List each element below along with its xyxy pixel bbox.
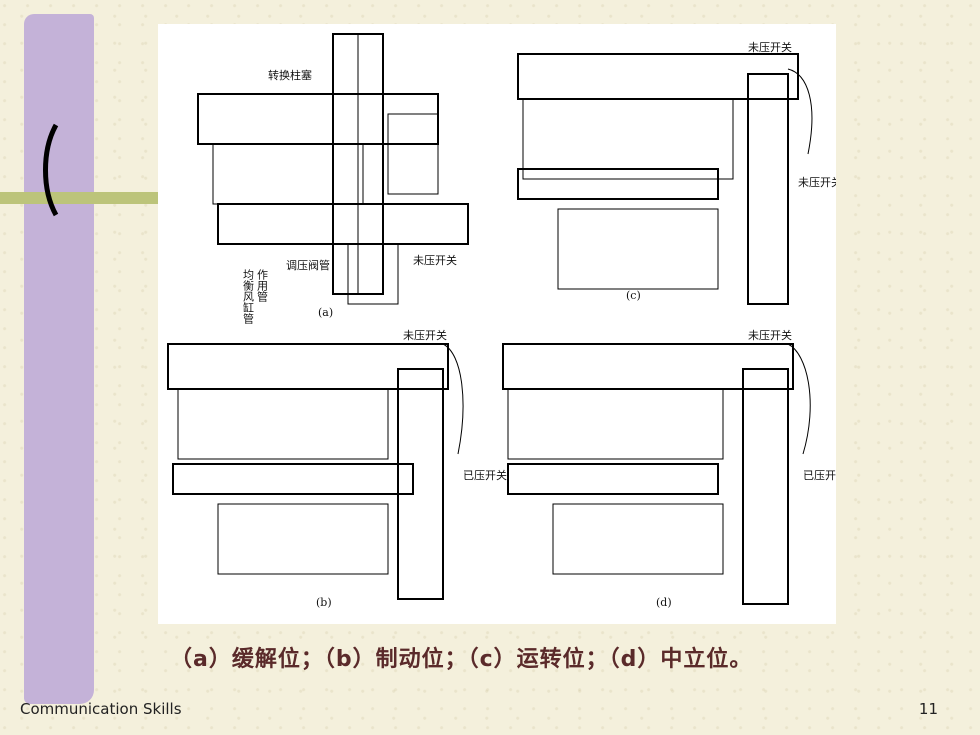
page-number: 11 [918, 700, 938, 718]
label-unpressed-switch-a: 未压开关 [413, 253, 457, 267]
panel-d: 未压开关 已压开关 (d) [502, 328, 847, 609]
panel-b: 未压开关 已压开关 (b) [167, 328, 507, 609]
valve-diagram-figure: 转换柱塞 均衡风缸管 作用管 调压阀管 未压开关 (a) 未压开关 未压开关 (… [158, 24, 847, 624]
label-pressed-switch-b: 已压开关 [463, 468, 507, 482]
label-unpressed-switch-c2: 未压开关 [798, 175, 836, 189]
label-action-pipe: 作用管 [256, 269, 269, 303]
panel-c: 未压开关 未压开关 (c) [517, 40, 842, 305]
panel-a: 转换柱塞 均衡风缸管 作用管 调压阀管 未压开关 (a) [197, 33, 469, 325]
label-conversion-plunger: 转换柱塞 [268, 68, 312, 82]
panel-d-label: (d) [656, 596, 672, 609]
decorative-sidebar [24, 14, 94, 704]
panel-c-label: (c) [626, 289, 641, 302]
label-regulator-pipe: 调压阀管 [286, 258, 330, 272]
footer-title: Communication Skills [20, 700, 182, 718]
label-unpressed-switch-b: 未压开关 [403, 328, 447, 342]
label-pressed-switch-d: 已压开关 [803, 468, 836, 482]
figure-caption: （a）缓解位；（b）制动位；（c）运转位；（d）中立位。 [170, 647, 753, 672]
label-equalizing-pipe: 均衡风缸管 [242, 269, 255, 325]
label-unpressed-switch-c1: 未压开关 [748, 40, 792, 54]
label-unpressed-switch-d: 未压开关 [748, 328, 792, 342]
panel-a-label: (a) [318, 306, 333, 319]
bracket-glyph [43, 123, 59, 217]
accent-line [0, 192, 158, 204]
panel-b-label: (b) [316, 596, 332, 609]
